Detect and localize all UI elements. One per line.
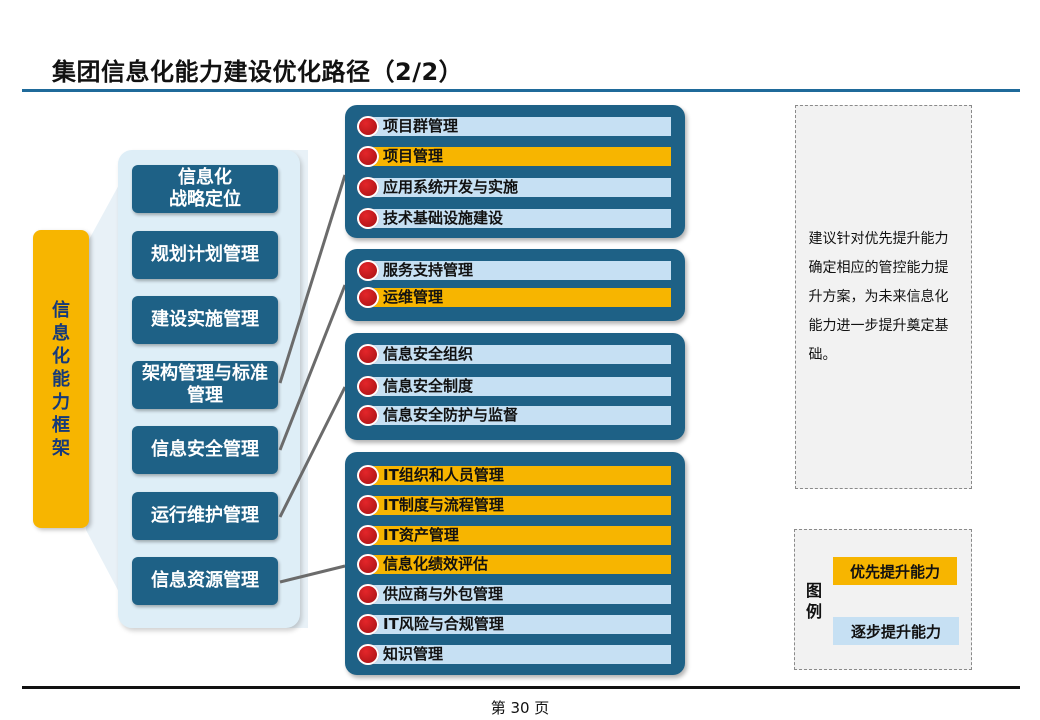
legend-title: 图例: [806, 581, 823, 621]
bullet-icon: [357, 465, 379, 486]
bullet-icon: [357, 116, 379, 137]
capability-label: 项目群管理: [383, 117, 459, 135]
capability-item: 知识管理: [357, 644, 672, 665]
capability-label: IT风险与合规管理: [383, 615, 504, 633]
capability-item: 信息化绩效评估: [357, 554, 672, 575]
recommendation-text: 建议针对优先提升能力确定相应的管控能力提升方案，为未来信息化能力进一步提升奠定基…: [808, 230, 949, 363]
capability-item: 项目群管理: [357, 116, 672, 137]
footer-divider: [22, 686, 1020, 689]
gradual-bar: [369, 261, 671, 280]
priority-bar: [369, 526, 671, 545]
gradual-bar: [369, 377, 671, 396]
capability-group-4: IT组织和人员管理 IT制度与流程管理 IT资产管理信息化绩效评估供应商与外包管理 I…: [345, 452, 685, 675]
bullet-icon: [357, 376, 379, 397]
category-4: 架构管理与标准管理: [132, 361, 278, 409]
bullet-icon: [357, 525, 379, 546]
capability-label: 信息安全防护与监督: [383, 406, 519, 424]
capability-label: IT制度与流程管理: [383, 496, 504, 514]
page-title: 集团信息化能力建设优化路径（2/2）: [52, 58, 464, 86]
capability-label: 信息安全制度: [383, 377, 474, 395]
gradual-bar: [369, 117, 671, 136]
category-3: 建设实施管理: [132, 296, 278, 344]
capability-item: 信息安全制度: [357, 376, 672, 397]
priority-bar: [369, 466, 671, 485]
bullet-icon: [357, 344, 379, 365]
capability-label: 信息安全组织: [383, 345, 474, 363]
capability-item: IT风险与合规管理: [357, 614, 672, 635]
capability-item: 信息安全防护与监督: [357, 405, 672, 426]
gradual-bar: [369, 645, 671, 664]
capability-group-2: 服务支持管理运维管理: [345, 249, 685, 321]
bullet-icon: [357, 584, 379, 605]
capability-item: IT资产管理: [357, 525, 672, 546]
gradual-bar: [369, 178, 671, 197]
title-divider: [22, 89, 1020, 92]
capability-item: 信息安全组织: [357, 344, 672, 365]
gradual-bar: [369, 406, 671, 425]
bullet-icon: [357, 287, 379, 308]
priority-bar: [369, 496, 671, 515]
capability-item: 应用系统开发与实施: [357, 177, 672, 198]
category-5: 信息安全管理: [132, 426, 278, 474]
page-number: 第 30 页: [490, 699, 550, 717]
category-7: 信息资源管理: [132, 557, 278, 605]
capability-item: 技术基础设施建设: [357, 208, 672, 229]
bullet-icon: [357, 614, 379, 635]
legend-box: [794, 529, 972, 670]
gradual-bar: [369, 615, 671, 634]
framework-label: 信息化能力框架: [52, 299, 70, 459]
bullet-icon: [357, 177, 379, 198]
capability-label: 技术基础设施建设: [383, 209, 504, 227]
capability-label: 运维管理: [383, 288, 444, 306]
priority-bar: [369, 555, 671, 574]
capability-item: IT制度与流程管理: [357, 495, 672, 516]
priority-bar: [369, 147, 671, 166]
capability-label: IT组织和人员管理: [383, 466, 504, 484]
capability-item: 供应商与外包管理: [357, 584, 672, 605]
framework-label-box: 信息化能力框架: [33, 230, 89, 528]
capability-group-1: 项目群管理项目管理应用系统开发与实施技术基础设施建设: [345, 105, 685, 238]
legend-priority: 优先提升能力: [833, 557, 957, 585]
category-6: 运行维护管理: [132, 492, 278, 540]
capability-item: IT组织和人员管理: [357, 465, 672, 486]
capability-label: 项目管理: [383, 147, 444, 165]
capability-item: 服务支持管理: [357, 260, 672, 281]
bullet-icon: [357, 495, 379, 516]
bullet-icon: [357, 208, 379, 229]
capability-label: 知识管理: [383, 645, 444, 663]
capability-item: 项目管理: [357, 146, 672, 167]
gradual-bar: [369, 585, 671, 604]
capability-label: 信息化绩效评估: [383, 555, 489, 573]
recommendation-box: 建议针对优先提升能力确定相应的管控能力提升方案，为未来信息化能力进一步提升奠定基…: [795, 105, 972, 489]
bullet-icon: [357, 644, 379, 665]
category-2: 规划计划管理: [132, 231, 278, 279]
bullet-icon: [357, 146, 379, 167]
capability-item: 运维管理: [357, 287, 672, 308]
category-1: 信息化战略定位: [132, 165, 278, 213]
priority-bar: [369, 288, 671, 307]
legend-gradual: 逐步提升能力: [833, 617, 959, 645]
gradual-bar: [369, 209, 671, 228]
capability-group-3: 信息安全组织信息安全制度信息安全防护与监督: [345, 333, 685, 440]
capability-label: 应用系统开发与实施: [383, 178, 519, 196]
bullet-icon: [357, 405, 379, 426]
bullet-icon: [357, 260, 379, 281]
capability-label: 服务支持管理: [383, 261, 474, 279]
gradual-bar: [369, 345, 671, 364]
bullet-icon: [357, 554, 379, 575]
capability-label: 供应商与外包管理: [383, 585, 504, 603]
capability-label: IT资产管理: [383, 526, 459, 544]
